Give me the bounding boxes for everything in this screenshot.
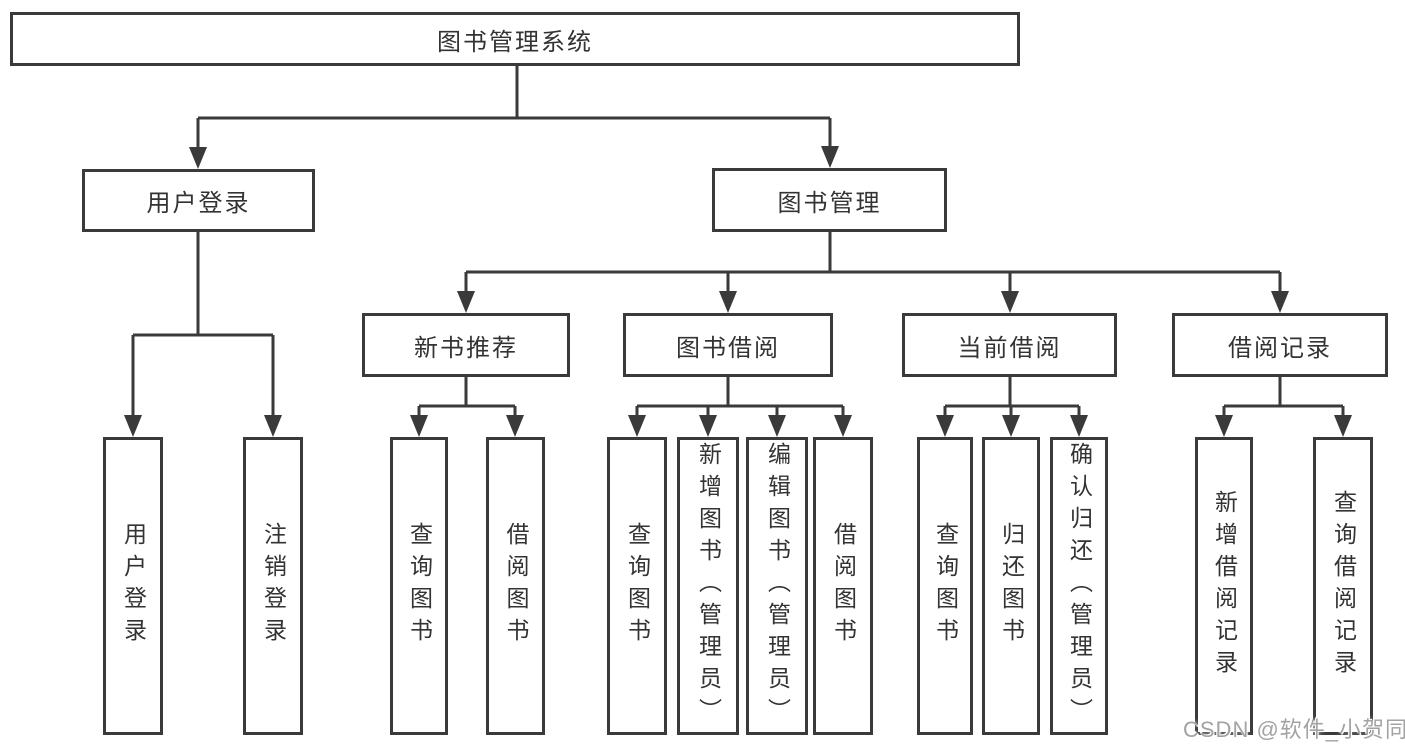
connector-user-login-children xyxy=(131,232,275,431)
leaf-query-borrowing-record: 查询借阅记录 xyxy=(1313,437,1373,735)
leaf-query-books-recommendation: 查询图书 xyxy=(390,437,448,735)
leaf-query-books-current: 查询图书 xyxy=(917,437,973,735)
leaf-return-books: 归还图书 xyxy=(982,437,1040,735)
leaf-query-books-borrowing: 查询图书 xyxy=(607,437,667,735)
connector-book-mgmt-children xyxy=(464,232,1282,307)
leaf-user-login: 用户登录 xyxy=(103,437,163,735)
node-new-book-recommendation: 新书推荐 xyxy=(362,313,570,377)
node-label: 查询图书 xyxy=(624,522,651,650)
node-user-login: 用户登录 xyxy=(82,169,315,232)
connector-borrow-record-children xyxy=(1222,377,1345,431)
node-label: 确认归还（管理员） xyxy=(1066,442,1093,730)
node-label: 图书管理系统 xyxy=(437,28,593,56)
node-label: 查询图书 xyxy=(406,522,433,650)
node-label: 图书管理 xyxy=(777,189,882,217)
node-label: 新书推荐 xyxy=(414,334,518,362)
node-book-management: 图书管理 xyxy=(712,168,947,232)
leaf-borrow-books-recommendation: 借阅图书 xyxy=(486,437,545,735)
node-label: 用户登录 xyxy=(146,190,251,217)
connector-new-book-rec-children xyxy=(417,377,517,431)
leaf-edit-books-admin: 编辑图书（管理员） xyxy=(746,437,808,735)
node-label: 新增借阅记录 xyxy=(1211,490,1238,682)
connector-book-borrow-children xyxy=(635,377,845,431)
node-label: 新增图书（管理员） xyxy=(695,442,722,730)
node-label: 查询图书 xyxy=(932,522,959,650)
node-label: 图书借阅 xyxy=(676,334,780,362)
node-label: 借阅图书 xyxy=(503,522,529,650)
connector-root-to-level2 xyxy=(196,66,832,163)
leaf-borrow-books: 借阅图书 xyxy=(813,437,873,735)
leaf-logout: 注销登录 xyxy=(243,437,303,735)
node-book-borrowing: 图书借阅 xyxy=(623,313,833,377)
node-label: 查询借阅记录 xyxy=(1330,490,1357,682)
node-borrowing-records: 借阅记录 xyxy=(1172,313,1388,377)
leaf-add-borrowing-record: 新增借阅记录 xyxy=(1195,437,1253,735)
node-current-borrowing: 当前借阅 xyxy=(902,313,1117,377)
node-library-management-system: 图书管理系统 xyxy=(10,12,1020,66)
node-label: 编辑图书（管理员） xyxy=(764,442,791,730)
node-label: 归还图书 xyxy=(998,522,1025,650)
node-label: 借阅图书 xyxy=(830,522,857,650)
node-label: 当前借阅 xyxy=(957,334,1062,362)
node-label: 借阅记录 xyxy=(1228,334,1332,362)
csdn-watermark: CSDN @软件_小贺同学 xyxy=(1183,717,1405,742)
node-label: 注销登录 xyxy=(260,522,287,650)
node-label: 用户登录 xyxy=(120,522,147,650)
leaf-confirm-return-admin: 确认归还（管理员） xyxy=(1050,437,1108,735)
leaf-add-books-admin: 新增图书（管理员） xyxy=(677,437,739,735)
